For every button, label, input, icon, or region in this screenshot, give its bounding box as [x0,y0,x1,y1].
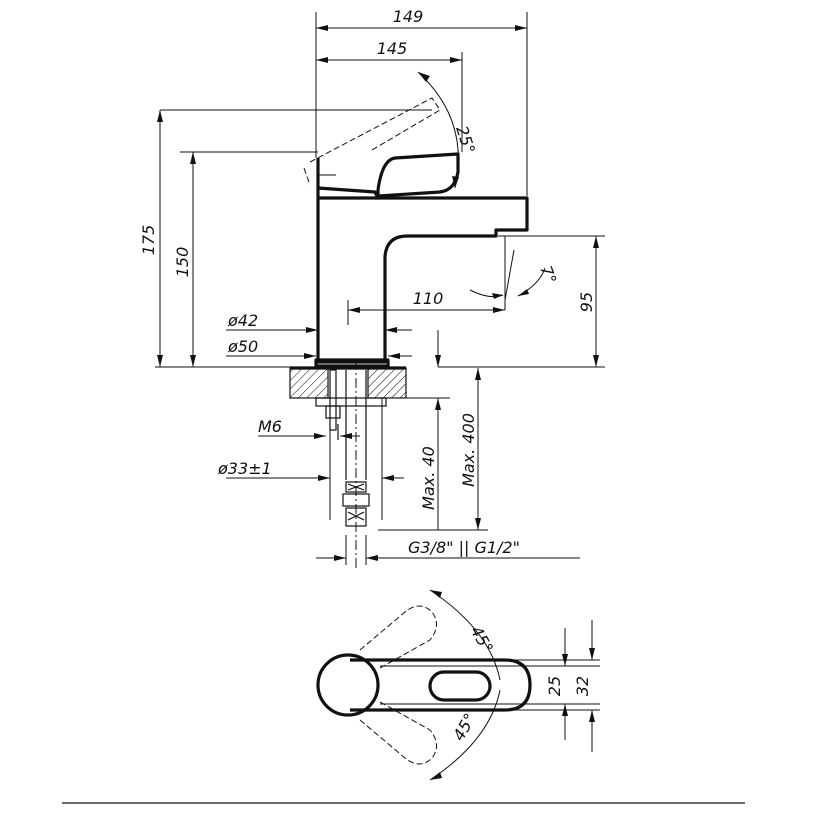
countertop-left [289,367,329,399]
dim-lever-angle-plan-top: 45° [467,623,498,657]
dim-spout-projection: 110 [413,289,444,308]
dim-lever-width-outer: 32 [573,676,592,696]
mounting-section [289,360,407,570]
plan-lever-rotated-up [359,605,437,669]
dim-stud-thread: M6 [258,417,282,436]
dim-spout-height: 95 [577,292,596,312]
lever-handle [316,152,460,200]
faucet-side-view [303,97,529,368]
faucet-plan-view [316,589,600,781]
faucet-body-outline [316,196,529,364]
dim-max-deck: Max. 40 [419,446,438,510]
dim-overall-length: 149 [393,7,424,26]
dim-lever-angle-plan-bottom: 45° [449,710,480,744]
dim-spout-angle: 7° [536,263,560,287]
dim-body-diameter: ø42 [227,311,258,330]
dim-connection: G3/8" || G1/2" [408,538,520,557]
dimension-labels: 149 145 25° 175 150 110 7° 95 ø42 ø50 M6… [139,7,596,744]
dim-lever-angle-top: 25° [452,123,479,156]
plan-lever-rotated-down [359,701,437,765]
countertop-right [367,367,407,399]
spout-dimensions [347,235,605,368]
base-plate [314,358,390,368]
lever-rotated-dashed [303,97,441,186]
dim-base-diameter: ø50 [227,337,258,356]
plan-body-circle [316,653,380,717]
plan-lever-slot [428,670,492,702]
dim-overall-height: 175 [139,225,158,256]
mounting-dimensions [226,368,580,565]
top-dimensions [315,12,528,196]
dim-hole-diameter: ø33±1 [217,459,272,478]
left-dimensions [155,109,432,368]
dim-body-height: 150 [173,247,192,278]
dim-max-hose: Max. 400 [459,413,478,487]
dim-spout-length: 145 [377,39,408,58]
dim-lever-width-inner: 25 [545,676,564,696]
plan-lever-outline [350,658,532,712]
